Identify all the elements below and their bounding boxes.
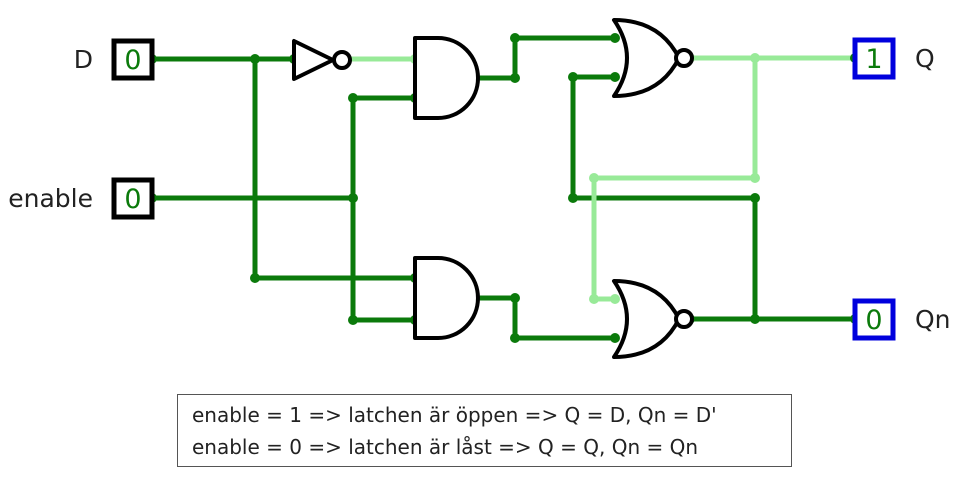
wire-enable-vertical bbox=[350, 95, 418, 323]
junction-dot bbox=[510, 333, 520, 343]
input-enable-value: 0 bbox=[124, 184, 141, 215]
wire-lower-and-out bbox=[471, 295, 618, 341]
nor-gate-upper-bubble bbox=[674, 48, 694, 68]
junction-dot bbox=[510, 73, 520, 83]
and-gate-lower bbox=[413, 256, 480, 340]
not-gate bbox=[292, 39, 335, 81]
nor-gate-upper bbox=[612, 18, 681, 98]
note-line-2: enable = 0 => latchen är låst => Q = Q, … bbox=[192, 435, 699, 459]
junction-dot bbox=[750, 314, 760, 324]
junction-dot bbox=[250, 273, 260, 283]
junction-dot bbox=[750, 53, 760, 63]
input-d-value: 0 bbox=[124, 45, 141, 76]
junction-dot bbox=[750, 173, 760, 183]
junction-dot bbox=[348, 93, 358, 103]
input-d-label: D bbox=[74, 45, 93, 74]
output-q-box bbox=[852, 37, 896, 80]
junction-dot bbox=[589, 173, 599, 183]
junction-dot bbox=[610, 72, 620, 82]
input-enable-box[interactable] bbox=[111, 177, 155, 220]
wire-qn-feedback bbox=[570, 74, 758, 322]
junction-dot bbox=[589, 294, 599, 304]
explanation-note: enable = 1 => latchen är öppen => Q = D,… bbox=[177, 394, 792, 467]
note-line-1: enable = 1 => latchen är öppen => Q = D,… bbox=[192, 403, 717, 427]
input-enable-label: enable bbox=[8, 184, 93, 213]
junction-dot bbox=[510, 293, 520, 303]
junction-dot bbox=[568, 193, 578, 203]
nor-gate-lower bbox=[612, 279, 681, 359]
output-qn-box bbox=[852, 298, 896, 341]
nor-gate-lower-bubble bbox=[674, 309, 694, 329]
junction-dot bbox=[610, 33, 620, 43]
output-qn-value: 0 bbox=[865, 305, 882, 336]
junction-dot bbox=[610, 333, 620, 343]
junction-dot bbox=[348, 193, 358, 203]
wire-d-to-lower-and bbox=[252, 56, 418, 281]
input-d-box[interactable] bbox=[111, 38, 155, 81]
junction-dot bbox=[250, 54, 260, 64]
junction-dot bbox=[568, 72, 578, 82]
output-qn-label: Qn bbox=[915, 305, 951, 334]
wires-low bbox=[149, 35, 858, 341]
wire-upper-and-out bbox=[471, 35, 618, 81]
junction-dot bbox=[750, 193, 760, 203]
not-gate-bubble bbox=[332, 50, 352, 70]
junction-dot bbox=[510, 33, 520, 43]
and-gate-upper bbox=[413, 36, 480, 120]
gates bbox=[292, 18, 694, 359]
junction-dot bbox=[348, 315, 358, 325]
junction-dot bbox=[610, 294, 620, 304]
output-q-value: 1 bbox=[865, 44, 882, 75]
output-q-label: Q bbox=[915, 44, 935, 73]
